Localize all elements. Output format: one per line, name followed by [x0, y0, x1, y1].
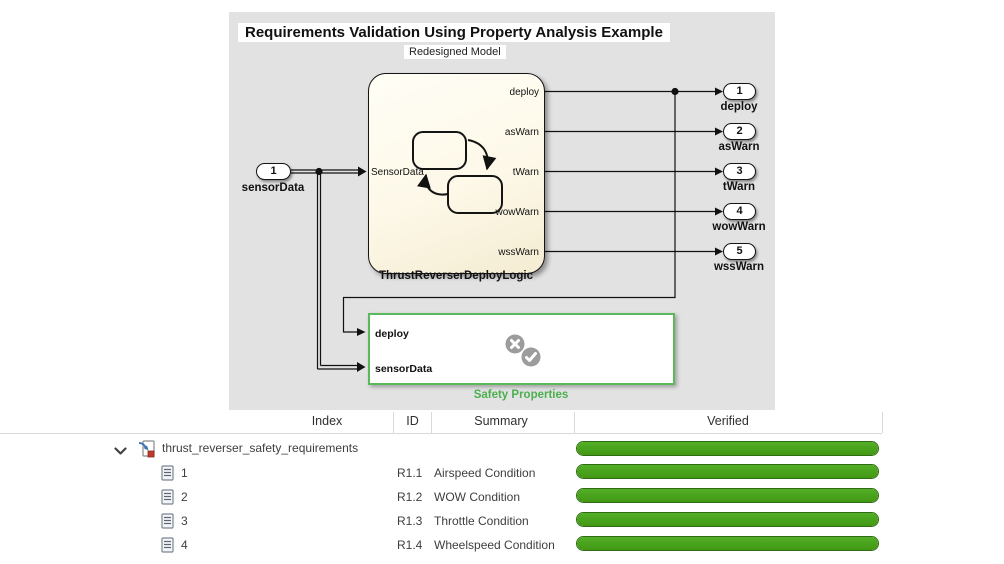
table-row[interactable]: 2 R1.2 WOW Condition — [0, 486, 1004, 510]
safety-properties-block[interactable]: deploy sensorData — [368, 313, 675, 385]
outport-label: wowWarn — [712, 221, 766, 233]
cell-id: R1.4 — [397, 538, 423, 552]
outport-label: deploy — [720, 101, 758, 113]
check-icon — [521, 347, 541, 367]
cross-icon — [505, 334, 525, 354]
column-divider — [574, 412, 575, 433]
chart-output-port-label: tWarn — [512, 167, 539, 178]
requirement-icon — [161, 513, 174, 529]
inport-block[interactable]: 1 — [256, 163, 291, 180]
verified-bar-fill — [577, 489, 878, 502]
model-title: Requirements Validation Using Property A… — [238, 23, 670, 42]
chart-output-port-label: wssWarn — [498, 247, 539, 258]
cell-id: R1.1 — [397, 466, 423, 480]
cell-id: R1.3 — [397, 514, 423, 528]
outport-block[interactable]: 4 — [723, 203, 756, 220]
requirements-table: Index ID Summary Verified thrust_reverse… — [0, 410, 1004, 564]
outport-label: tWarn — [722, 181, 756, 193]
cell-index: 2 — [181, 490, 188, 504]
model-subtitle: Redesigned Model — [404, 45, 506, 59]
column-header-summary[interactable]: Summary — [474, 414, 528, 428]
tree-row-root[interactable]: thrust_reverser_safety_requirements — [0, 438, 1004, 462]
outport-block[interactable]: 3 — [723, 163, 756, 180]
chart-output-port-label: wowWarn — [495, 207, 539, 218]
verified-bar[interactable] — [576, 536, 879, 551]
column-header-id[interactable]: ID — [406, 414, 419, 428]
outport-label: asWarn — [718, 141, 760, 153]
verified-bar[interactable] — [576, 441, 879, 456]
chart-output-port-label: deploy — [509, 87, 539, 98]
chart-input-port-label: SensorData — [371, 167, 424, 178]
chart-name-label: ThrustReverserDeployLogic — [378, 270, 533, 282]
outport-block[interactable]: 1 — [723, 83, 756, 100]
cell-summary: WOW Condition — [434, 490, 521, 504]
cell-index: 3 — [181, 514, 188, 528]
stateflow-states-icon — [412, 131, 503, 214]
column-divider — [431, 412, 432, 433]
cell-summary: Throttle Condition — [434, 514, 529, 528]
requirement-icon — [161, 465, 174, 481]
cell-index: 1 — [181, 466, 188, 480]
verify-status-icons — [505, 334, 541, 367]
requirement-icon — [161, 489, 174, 505]
verified-bar-fill — [577, 537, 878, 550]
outport-label: wssWarn — [713, 261, 765, 273]
cell-id: R1.2 — [397, 490, 423, 504]
requirement-icon — [161, 537, 174, 553]
cell-summary: Wheelspeed Condition — [434, 538, 555, 552]
cell-index: 4 — [181, 538, 188, 552]
column-header-index[interactable]: Index — [311, 414, 343, 428]
stateflow-chart-block[interactable]: SensorData deploy asWarn tWarn wowWarn w… — [368, 73, 545, 274]
outport-block[interactable]: 5 — [723, 243, 756, 260]
simulink-canvas[interactable]: Requirements Validation Using Property A… — [229, 12, 775, 410]
outport-block[interactable]: 2 — [723, 123, 756, 140]
inport-label: sensorData — [241, 182, 305, 194]
branch-dot — [315, 167, 323, 176]
table-row[interactable]: 4 R1.4 Wheelspeed Condition — [0, 534, 1004, 558]
cell-summary: Airspeed Condition — [434, 466, 536, 480]
column-header-verified[interactable]: Verified — [707, 414, 749, 428]
table-row[interactable]: 1 R1.1 Airspeed Condition — [0, 462, 1004, 486]
chevron-down-icon[interactable] — [114, 447, 127, 456]
verified-bar[interactable] — [576, 464, 879, 479]
requirement-set-icon — [138, 440, 155, 458]
requirement-set-name[interactable]: thrust_reverser_safety_requirements — [162, 441, 359, 455]
verified-bar[interactable] — [576, 512, 879, 527]
safety-input-sensordata: sensorData — [375, 363, 433, 375]
verified-bar-fill — [577, 465, 878, 478]
verified-bar-fill — [577, 513, 878, 526]
verified-bar[interactable] — [576, 488, 879, 503]
header-underline — [0, 433, 882, 434]
chart-output-port-label: asWarn — [504, 127, 539, 138]
table-row[interactable]: 3 R1.3 Throttle Condition — [0, 510, 1004, 534]
safety-input-deploy: deploy — [375, 328, 409, 340]
column-divider — [882, 412, 883, 433]
verified-bar-fill — [577, 442, 878, 455]
column-divider — [393, 412, 394, 433]
safety-properties-label: Safety Properties — [473, 389, 569, 401]
branch-dot — [671, 87, 679, 96]
